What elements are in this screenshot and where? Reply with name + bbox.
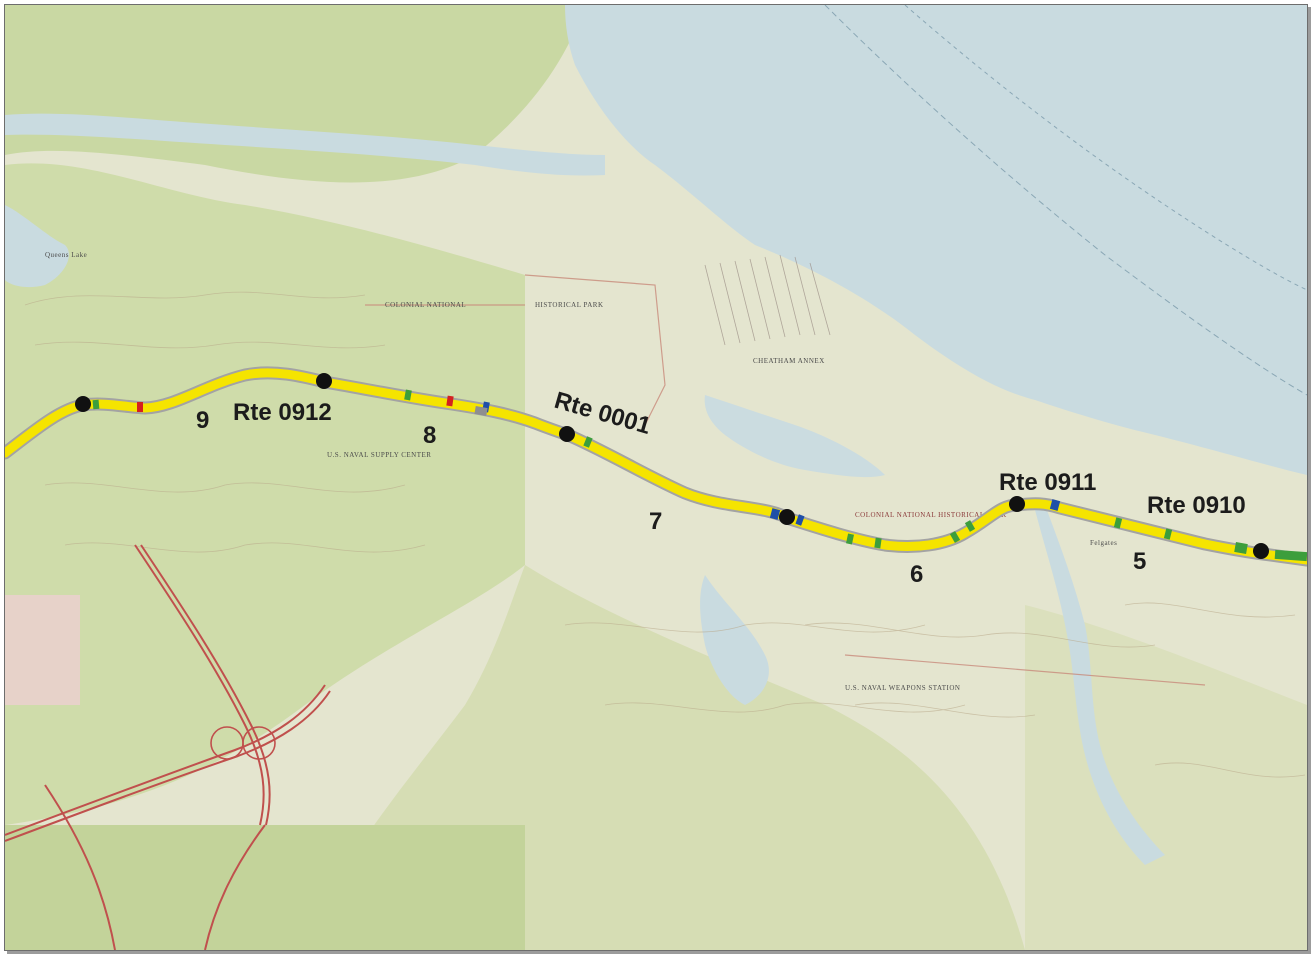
creek-west <box>5 205 69 288</box>
forest-area-bottom-left <box>5 825 525 950</box>
route-label-rte-0912: Rte 0912 <box>233 399 332 426</box>
segment-label-7: 7 <box>649 508 662 535</box>
segment-label-8: 8 <box>423 422 436 449</box>
map-text-colonial-national: COLONIAL NATIONAL <box>385 301 466 309</box>
marker-green <box>583 436 593 448</box>
route-node[interactable] <box>559 426 575 442</box>
river-water <box>565 5 1307 475</box>
segment-label-5: 5 <box>1133 548 1146 575</box>
marker-blue <box>1049 499 1061 511</box>
map-text-queens-lake: Queens Lake <box>45 251 87 259</box>
route-node[interactable] <box>75 396 91 412</box>
marker-green <box>92 399 100 410</box>
route-node[interactable] <box>1253 543 1269 559</box>
park-boundaries <box>365 274 1206 686</box>
marker-green <box>846 533 854 545</box>
marker-blue <box>795 514 805 526</box>
marker-green <box>874 537 882 549</box>
bay-inlet-center <box>704 395 885 478</box>
map-text-felgates: Felgates <box>1090 539 1117 547</box>
forest-area-southeast <box>1025 605 1307 950</box>
route-node[interactable] <box>316 373 332 389</box>
marker-green <box>1234 542 1248 554</box>
creek-felgates <box>1035 505 1165 865</box>
route-line[interactable] <box>5 368 1307 565</box>
route-nodes <box>75 373 1269 559</box>
route-node[interactable] <box>779 509 795 525</box>
marker-green <box>1113 517 1123 529</box>
shipping-channel-line-2 <box>904 5 1307 291</box>
segment-label-9: 9 <box>196 407 209 434</box>
map-text-historical-park: HISTORICAL PARK <box>535 301 604 309</box>
forest-area-west <box>5 163 525 825</box>
route-node[interactable] <box>1009 496 1025 512</box>
segment-label-6: 6 <box>910 561 923 588</box>
marker-green <box>949 531 961 543</box>
marker-green-end <box>1274 549 1307 562</box>
map-frame: COLONIAL NATIONAL HISTORICAL PARK U.S. N… <box>4 4 1308 951</box>
contour-lines <box>24 291 1306 778</box>
urban-area-left <box>5 595 80 705</box>
creek-south <box>700 575 769 705</box>
route-markers <box>92 389 1307 562</box>
interchange <box>210 726 276 760</box>
route-label-rte-0910: Rte 0910 <box>1147 492 1246 519</box>
shipping-channel-line <box>824 5 1307 396</box>
map-text-naval-supply: U.S. NAVAL SUPPLY CENTER <box>327 451 431 459</box>
map-text-colonial-park-2: COLONIAL NATIONAL HISTORICAL PARK <box>855 511 1007 519</box>
marker-green <box>964 520 976 532</box>
interstate-highway <box>5 544 331 950</box>
map-text-cheatham-annex: CHEATHAM ANNEX <box>753 357 825 365</box>
topographic-map[interactable]: COLONIAL NATIONAL HISTORICAL PARK U.S. N… <box>5 5 1307 950</box>
creek-north <box>5 113 605 176</box>
marker-red <box>446 395 454 407</box>
route-label-rte-0911: Rte 0911 <box>999 469 1096 496</box>
marker-green <box>1163 528 1173 540</box>
marker-green <box>404 389 412 401</box>
marker-blue <box>769 508 781 520</box>
marker-red <box>137 402 143 412</box>
built-up-area <box>704 254 831 346</box>
marker-gray <box>474 406 488 416</box>
map-text-naval-weapons: U.S. NAVAL WEAPONS STATION <box>845 684 960 692</box>
